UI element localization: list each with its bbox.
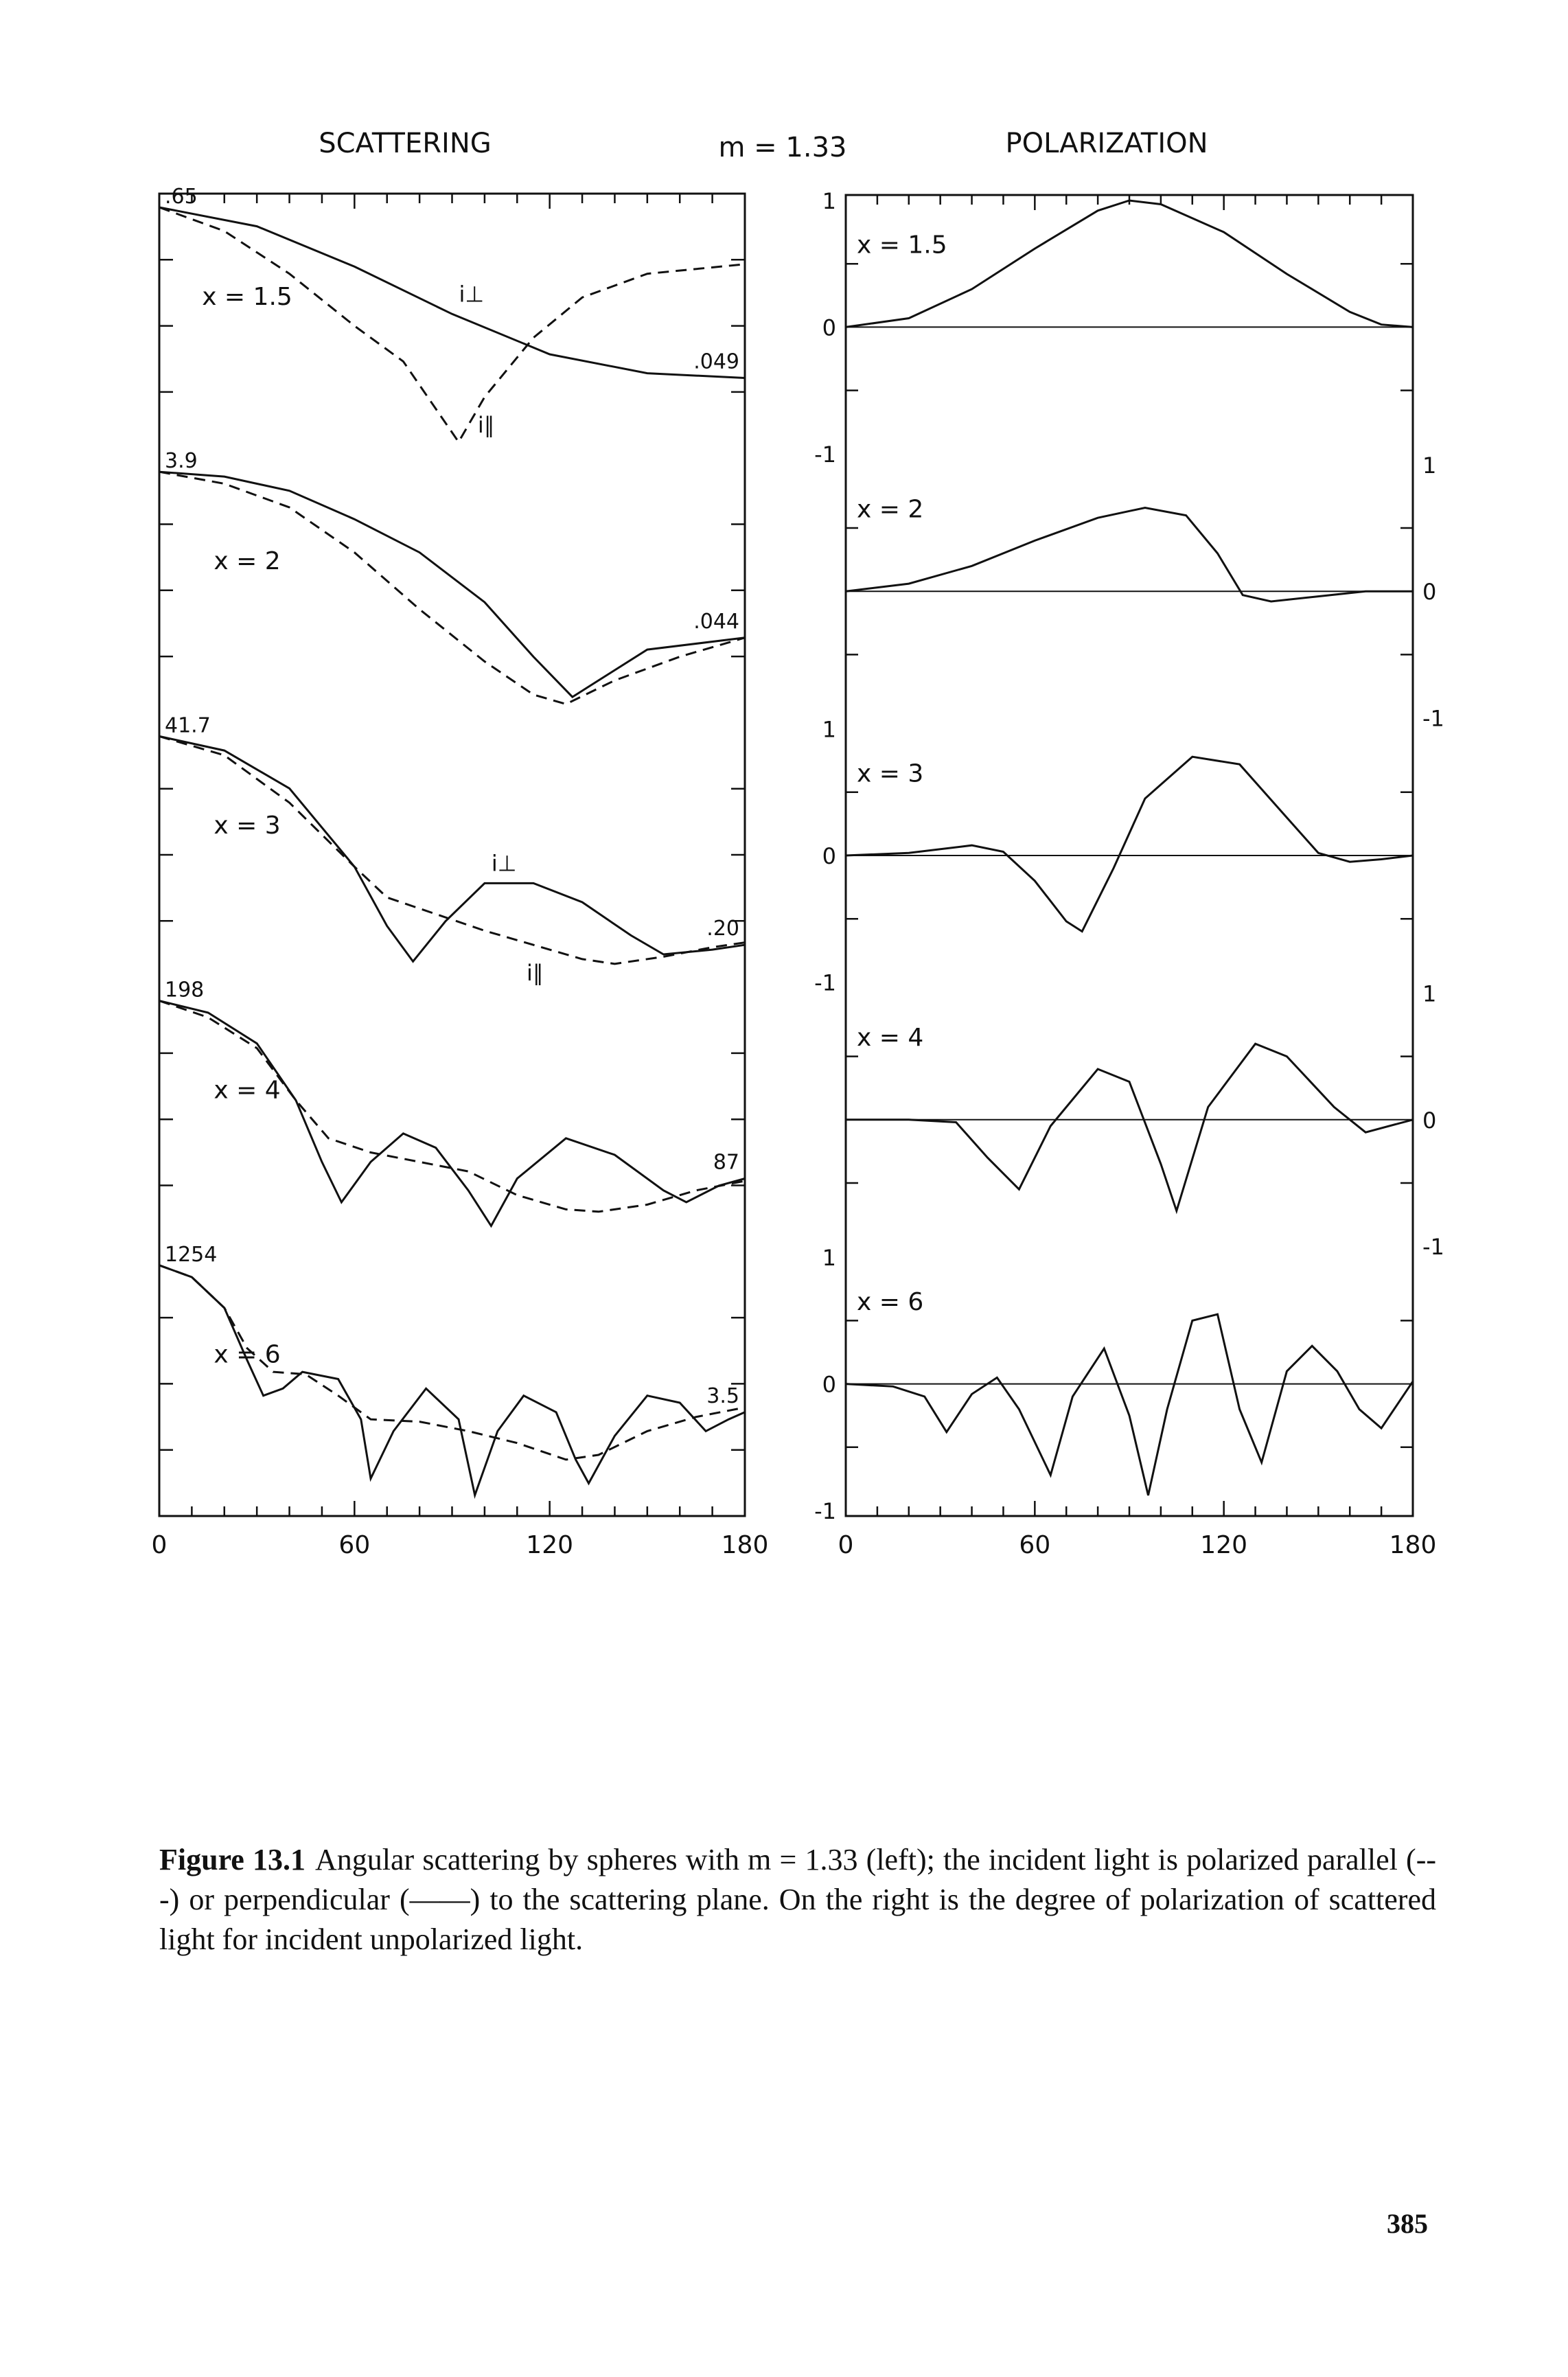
series-parallel-dashed [159,206,746,444]
y-tick-label-left: 0 [822,843,836,869]
series-perpendicular-solid [159,206,746,379]
panel-label: x = 6 [214,1341,280,1369]
y-tick-label-left: -1 [814,1498,836,1524]
label-i-par: i∥ [478,412,495,438]
y-tick-label-left: 1 [822,188,836,214]
series-perpendicular-solid [159,735,746,963]
caption-text: Angular scattering by spheres with m = 1… [159,1843,1436,1956]
x-tick-label: 0 [152,1531,168,1559]
y-tick-label-right: -1 [1422,706,1444,732]
panel-label: x = 2 [857,495,923,523]
series-perpendicular-solid [159,470,746,699]
scattering-chart: 0 60 120 180 .65 .049 x = 1.5 i⊥ i∥ 3.9 .044 x = 2 4… [152,185,769,1559]
x-tick-label: 120 [1200,1531,1247,1559]
series-polarization [845,506,1413,603]
panel-label: x = 4 [857,1024,923,1052]
page-number: 385 [1387,2208,1428,2239]
label-i-par: i∥ [527,960,544,986]
panel-label: x = 1.5 [202,283,292,311]
series-parallel-dashed [159,735,746,965]
figure: SCATTERING m = 1.33 POLARIZATION 0 60 120 1… [152,128,1444,1559]
x-tick-label: 120 [526,1531,573,1559]
label-i-perp: i⊥ [459,281,485,307]
series-polarization [845,199,1414,328]
series-polarization [845,755,1414,933]
y-tick-label-left: 0 [822,1372,836,1398]
y-tick-label-right: 0 [1422,579,1436,605]
y-tick-label-right: -1 [1422,1234,1444,1260]
panel-end-value: 3.5 [706,1384,739,1408]
caption-figure-number: Figure 13.1 [159,1843,305,1876]
panel-top-value: 198 [165,978,204,1002]
x-tick-label: 180 [1390,1531,1437,1559]
y-tick-label-left: 0 [822,314,836,341]
series-parallel-dashed [159,1000,746,1213]
y-tick-label-right: 0 [1422,1107,1436,1134]
series-polarization [845,1313,1414,1496]
series-perpendicular-solid [159,1000,746,1228]
y-tick-label-right: 1 [1422,980,1436,1007]
panel-end-value: .044 [693,610,739,634]
series-perpendicular-solid [159,1264,746,1500]
panel-end-value: .20 [706,917,739,941]
refractive-index-title: m = 1.33 [719,132,847,163]
y-tick-label-right: 1 [1422,452,1436,479]
panel-top-value: 41.7 [165,713,211,737]
scattering-title: SCATTERING [319,128,492,159]
panel-end-value: 87 [713,1151,739,1175]
y-tick-label-left: -1 [814,969,836,996]
panel-label: x = 2 [214,547,280,575]
polarization-title: POLARIZATION [1005,128,1208,159]
panel-top-value: .65 [165,185,198,209]
panel-label: x = 3 [214,812,280,840]
label-i-perp: i⊥ [492,850,517,876]
x-tick-label: 60 [338,1531,370,1559]
panel-label: x = 6 [857,1288,923,1316]
x-tick-label: 180 [722,1531,769,1559]
panel-top-value: 3.9 [165,449,198,473]
panel-label: x = 4 [214,1076,280,1104]
x-tick-label: 0 [838,1531,854,1559]
panel-label: x = 3 [857,759,923,788]
y-tick-label-left: 1 [822,717,836,743]
panel-label: x = 1.5 [857,231,947,260]
y-tick-label-left: 1 [822,1245,836,1271]
series-parallel-dashed [159,470,746,706]
scattering-frame [158,192,746,1517]
x-tick-label: 60 [1019,1531,1050,1559]
panel-top-value: 1254 [165,1243,217,1267]
panel-end-value: .049 [693,350,739,374]
y-tick-label-left: -1 [814,441,836,468]
series-polarization [846,1042,1414,1215]
